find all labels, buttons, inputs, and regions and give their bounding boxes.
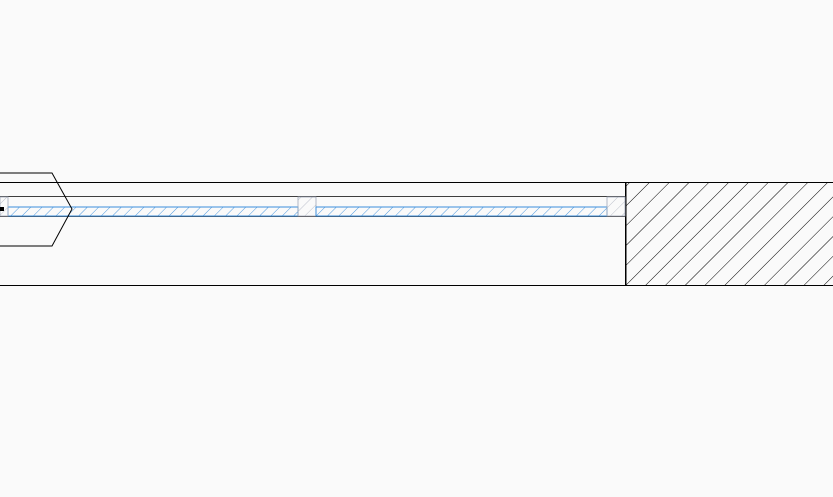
hex-head-outline[interactable] <box>0 172 73 247</box>
selected-strip-segment-1[interactable] <box>7 206 299 217</box>
strip-end-block-left[interactable] <box>0 196 9 217</box>
selected-strip-segment-2[interactable] <box>315 206 608 217</box>
grip-point-marker[interactable] <box>0 207 4 211</box>
strip-gap-block-2[interactable] <box>606 196 626 217</box>
hatched-section[interactable] <box>625 182 833 286</box>
strip-gap-block-1[interactable] <box>297 196 317 217</box>
